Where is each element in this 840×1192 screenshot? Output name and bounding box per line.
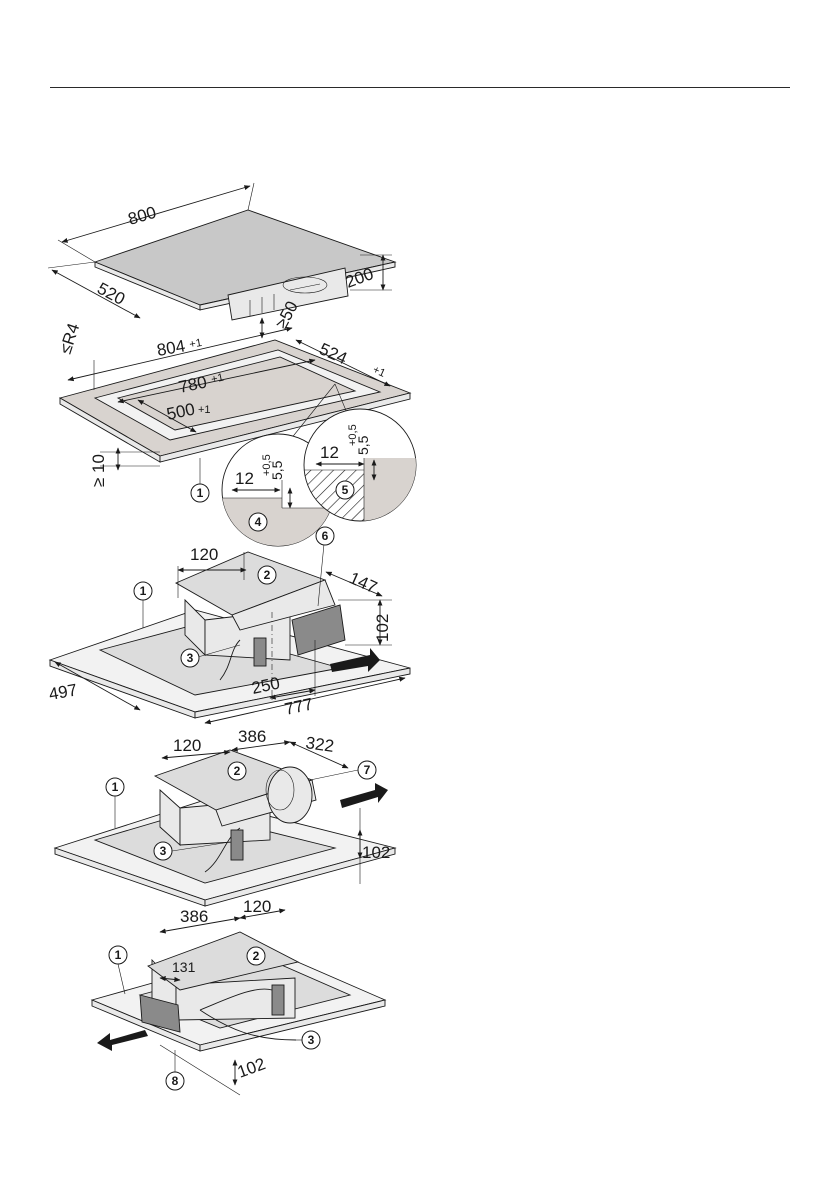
dim-cutout-inner-d-tol: +1 bbox=[198, 404, 211, 416]
callout-1-label: 1 bbox=[197, 486, 204, 500]
installation-view-3: 386 120 131 102 1 2 3 8 bbox=[92, 897, 385, 1095]
callout-2-v3-label: 2 bbox=[253, 949, 260, 963]
callout-2-v1-label: 2 bbox=[264, 568, 271, 582]
callout-3-v1-label: 3 bbox=[187, 651, 194, 665]
v3-dim-131: 131 bbox=[172, 959, 196, 975]
dim-worktop-min: ≥ 10 bbox=[89, 454, 108, 487]
hob-top-view: 800 520 200 ≤R4 804 +1 ≥50 bbox=[48, 183, 424, 548]
detail-5-tol: +0,5 bbox=[347, 424, 359, 446]
callout-1-v2-label: 1 bbox=[112, 780, 119, 794]
detail-4-tol: +0,5 bbox=[261, 454, 273, 476]
callout-6-label: 6 bbox=[322, 529, 329, 543]
callout-1-v1-label: 1 bbox=[140, 584, 147, 598]
installation-view-1: 120 147 102 250 497 777 1 2 3 6 bbox=[47, 527, 410, 723]
v1-dim-120: 120 bbox=[190, 545, 218, 564]
v1-dim-102: 102 bbox=[373, 614, 392, 642]
callout-5-label: 5 bbox=[342, 483, 349, 497]
callout-4-label: 4 bbox=[255, 515, 262, 529]
v3-dim-386: 386 bbox=[180, 907, 208, 926]
callout-3-v3-label: 3 bbox=[308, 1033, 315, 1047]
v3-dim-120: 120 bbox=[243, 897, 271, 916]
detail-5-width: 12 bbox=[320, 443, 339, 462]
dim-depth: 520 bbox=[94, 279, 128, 309]
dim-cutout-outer-w-tol: +1 bbox=[188, 337, 202, 351]
dim-cutout-inner-w-tol: +1 bbox=[210, 372, 225, 386]
v2-dim-322: 322 bbox=[304, 733, 335, 756]
installation-view-2: 120 386 322 102 1 2 3 7 bbox=[55, 727, 395, 906]
callout-7-label: 7 bbox=[364, 763, 371, 777]
dim-width: 800 bbox=[126, 203, 159, 229]
v3-dim-102: 102 bbox=[235, 1054, 268, 1082]
callout-2-v2-label: 2 bbox=[234, 764, 241, 778]
v1-dim-497: 497 bbox=[47, 680, 78, 704]
v2-dim-120: 120 bbox=[173, 736, 201, 755]
callout-1-v3-label: 1 bbox=[115, 948, 122, 962]
callout-8-label: 8 bbox=[172, 1074, 179, 1088]
v2-dim-386: 386 bbox=[238, 727, 266, 746]
callout-3-v2-label: 3 bbox=[160, 844, 167, 858]
dim-cutout-outer-w: 804 bbox=[155, 336, 186, 360]
detail-4-width: 12 bbox=[235, 469, 254, 488]
v2-dim-102: 102 bbox=[362, 843, 390, 862]
dim-radius: ≤R4 bbox=[56, 321, 84, 356]
